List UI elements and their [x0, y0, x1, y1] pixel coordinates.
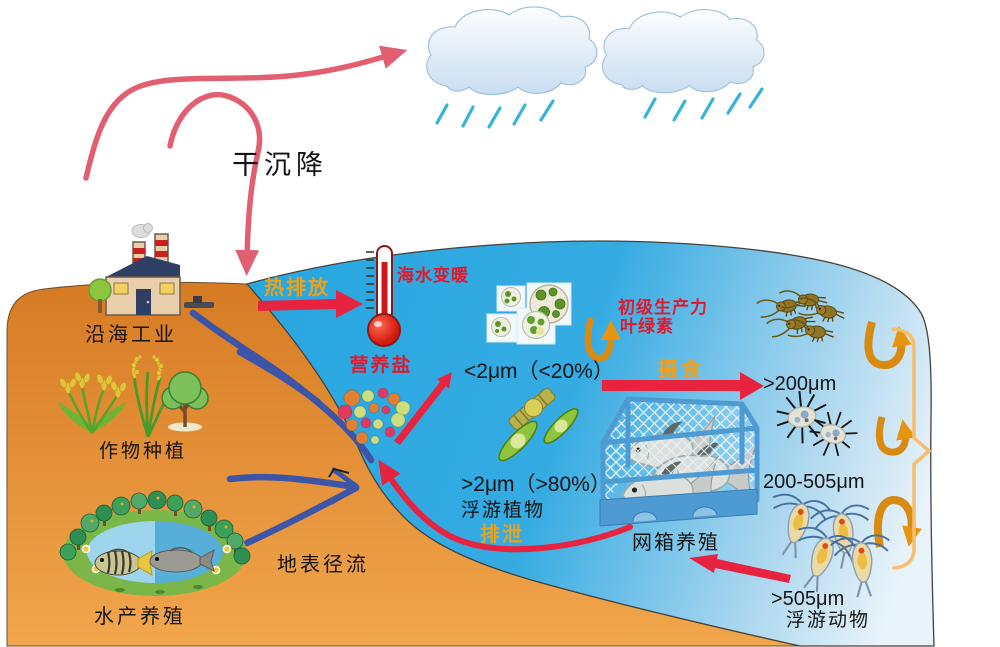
- fish-cage-icon: [599, 396, 760, 527]
- recycle-arrow-icon-3: [875, 416, 916, 456]
- large-size-fraction-label: >2μm（>80%）: [461, 473, 611, 496]
- rain-icon-right: [643, 87, 764, 122]
- heat-discharge-arrow: [258, 290, 363, 318]
- thermometer-icon: [366, 245, 401, 347]
- size-classes-brace: [891, 327, 932, 570]
- sea-shape: [245, 240, 935, 647]
- size-gt-200-label: >200μm: [763, 373, 836, 395]
- emission-to-cloud-arrow: [83, 45, 408, 181]
- primary-productivity-label: 初级生产力: [618, 297, 708, 317]
- tree-icon: [161, 371, 209, 432]
- excretion-label: 排泄: [480, 522, 524, 546]
- cage-aquaculture-label: 网箱养殖: [632, 531, 720, 554]
- map-tick-mark: [328, 467, 350, 478]
- nutrients-to-phyto-arrow: [394, 372, 452, 445]
- size-200-505-label: 200-505μm: [763, 471, 865, 493]
- phytoplankton-label: 浮游植物: [461, 499, 545, 521]
- surface-runoff-label: 地表径流: [277, 553, 369, 576]
- phytoplankton-cells-icon: [486, 282, 572, 345]
- diatom-icon: [498, 388, 579, 462]
- heat-discharge-label: 热排放: [264, 275, 330, 299]
- dry-deposition-label: 干沉降: [232, 150, 328, 180]
- crop-planting-label: 作物种植: [99, 440, 187, 462]
- factory-icon: [88, 223, 214, 316]
- small-size-fraction-label: <2μm（<20%）: [464, 360, 614, 383]
- rain-cloud-icon-left: [426, 6, 598, 96]
- recycle-arrow-icon-2: [864, 320, 912, 369]
- pond-aquaculture-label: 水产养殖: [94, 605, 186, 628]
- nutrient-dots: [337, 387, 411, 445]
- chlorophyll-label: 叶绿素: [620, 316, 674, 336]
- recycle-arrow-icon-4: [873, 495, 922, 548]
- zooplankton-to-cage-arrow: [689, 554, 791, 583]
- pond-fish-striped-icon: [94, 548, 153, 576]
- aquaculture-pond-icon: [59, 490, 251, 596]
- grazing-arrow: [602, 372, 764, 400]
- nutrients-label: 营养盐: [349, 353, 412, 376]
- recycle-arrow-icon-1: [584, 317, 621, 362]
- seawater-warming-label: 海水变暖: [397, 265, 469, 285]
- river-network: [189, 309, 375, 547]
- crops-icon: [58, 354, 172, 438]
- rain-cloud-icon-right: [601, 9, 765, 94]
- zooplankton-label: 浮游动物: [786, 609, 870, 631]
- rain-icon-left: [435, 99, 555, 129]
- dry-deposition-arrow: [167, 91, 263, 276]
- pond-fish-grey-icon: [149, 547, 215, 573]
- grazing-label: 摄食: [658, 357, 704, 381]
- coastal-industry-label: 沿海工业: [85, 323, 177, 346]
- excretion-arrow: [378, 459, 633, 553]
- size-gt-505-label: >505μm: [771, 588, 844, 610]
